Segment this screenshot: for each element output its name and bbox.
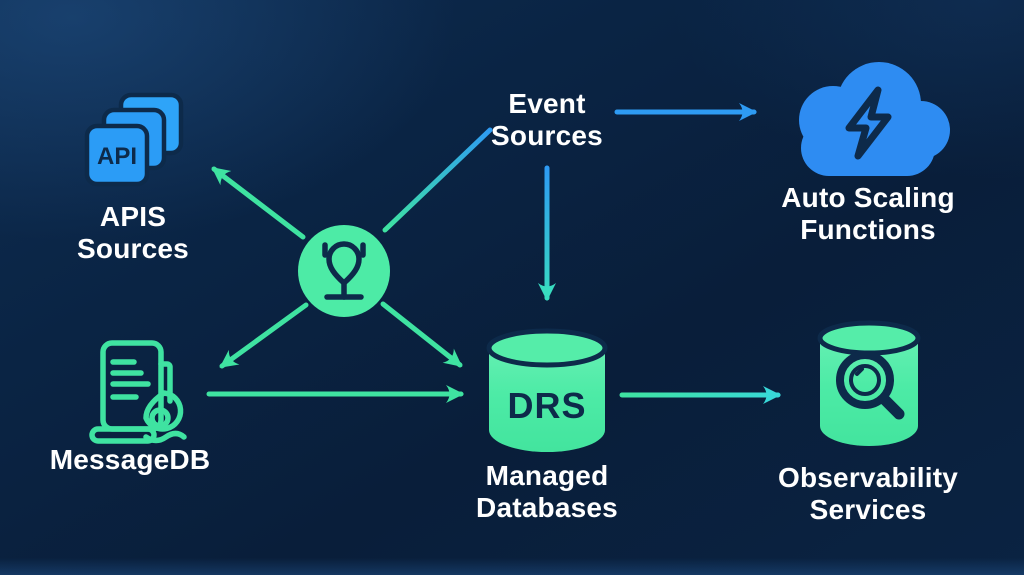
api-sources-node: API <box>83 92 188 188</box>
document-seal-icon <box>89 340 187 444</box>
drs-badge: DRS <box>507 385 586 426</box>
cloud-lightning-icon <box>799 62 950 176</box>
pin-stand-icon <box>298 225 390 317</box>
edge-hub-to-managed-db <box>380 301 463 368</box>
edge-hub-to-messagedb <box>219 302 309 369</box>
database-cylinder-icon: DRS <box>486 328 608 452</box>
api-badge: API <box>97 143 137 170</box>
observability-node <box>815 318 923 454</box>
hub-node <box>298 225 390 317</box>
auto-scaling-node <box>781 58 956 183</box>
observability-label: Observability Services <box>777 462 959 526</box>
managed-databases-node: DRS <box>484 326 610 458</box>
api-stack-icon: API <box>84 92 184 187</box>
edge-hub-to-event-sources <box>382 127 493 233</box>
database-magnifier-icon <box>817 320 921 446</box>
auto-scaling-label: Auto Scaling Functions <box>781 182 955 246</box>
messagedb-label: MessageDB <box>49 444 211 475</box>
edge-hub-to-api-sources <box>211 166 306 240</box>
managed-databases-label: Managed Databases <box>476 460 618 524</box>
event-sources-label: Event Sources <box>491 88 603 152</box>
messagedb-node <box>86 338 190 446</box>
api-sources-label: APIS Sources <box>77 201 189 265</box>
